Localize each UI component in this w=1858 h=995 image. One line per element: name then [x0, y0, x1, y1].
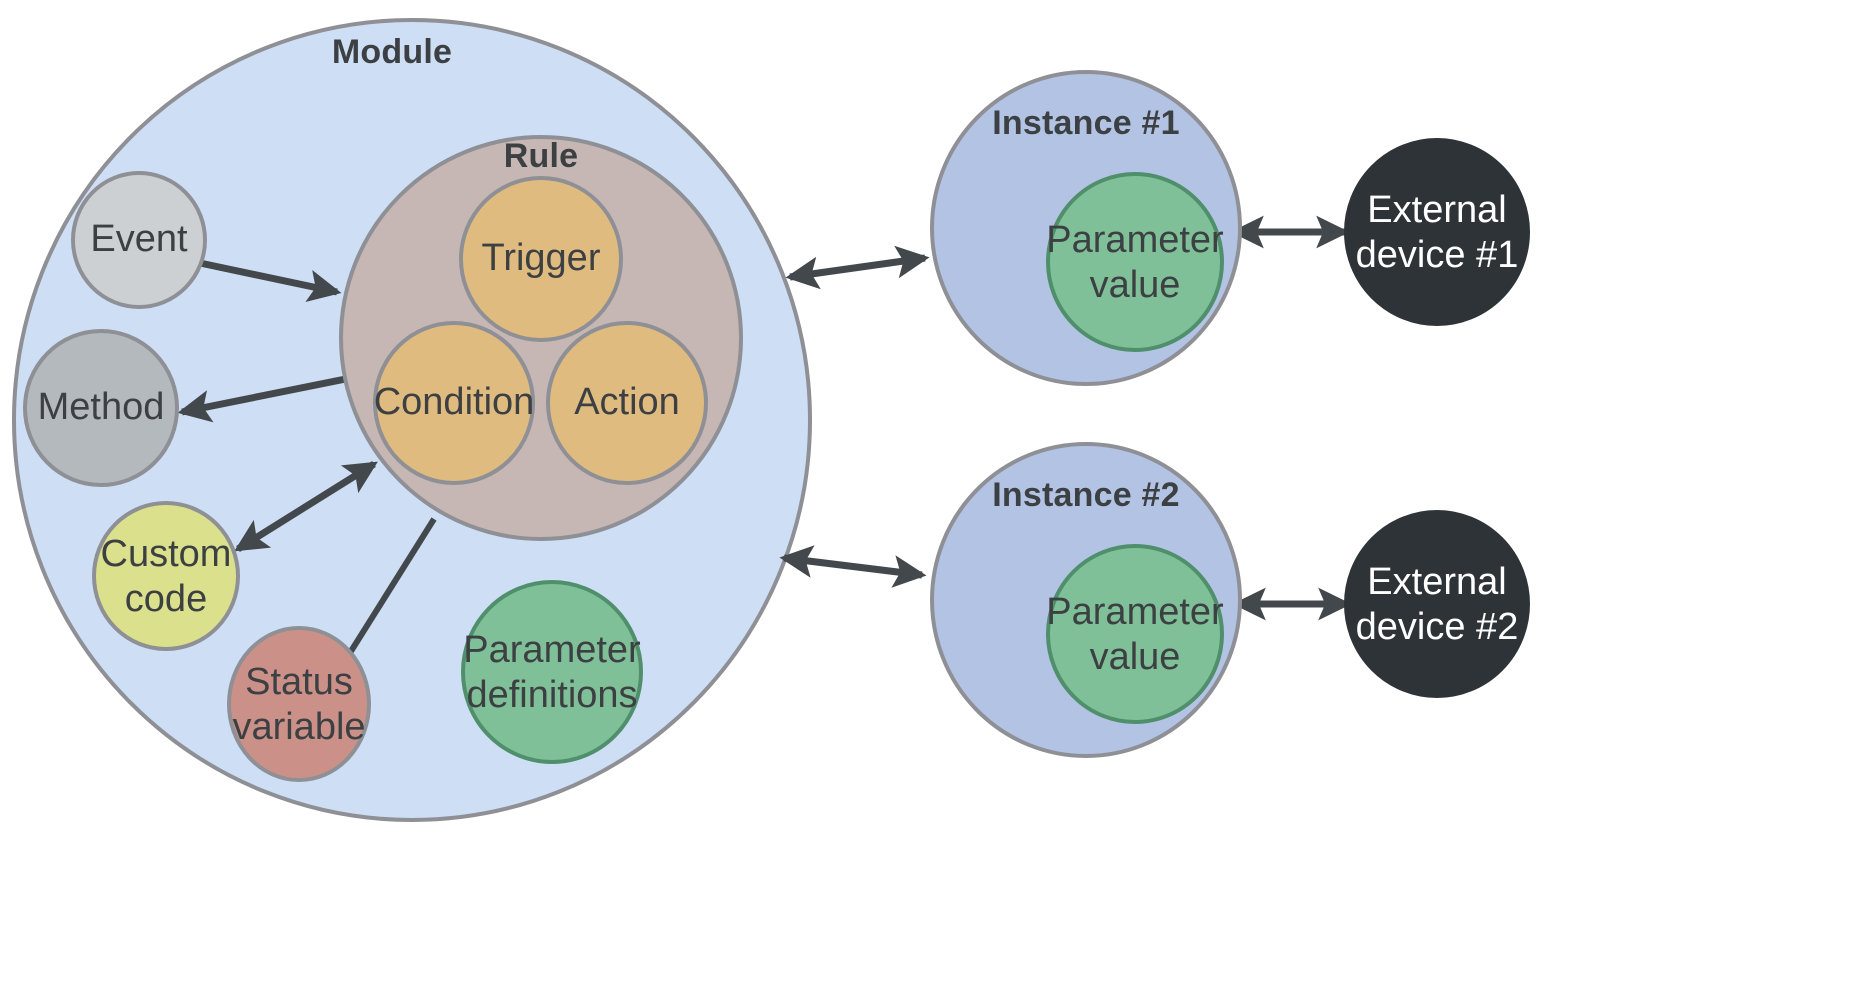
- external-device-2-group[interactable]: External device #2: [1344, 510, 1530, 698]
- parameter-definitions-group[interactable]: Parameter definitions: [461, 580, 643, 764]
- instance-connectors: [779, 215, 1352, 621]
- instance-1-parameter-label-line1: Parameter: [1046, 219, 1224, 261]
- external-device-2-label-line2: device #2: [1356, 606, 1519, 648]
- instance-2-group[interactable]: Instance #2 Parameter value: [930, 442, 1242, 758]
- condition-group[interactable]: Condition: [373, 321, 535, 485]
- instance-1-label: Instance #1: [992, 104, 1179, 142]
- external-device-1-circle[interactable]: [1344, 138, 1530, 326]
- instance-1-parameter-group[interactable]: Parameter value: [1046, 172, 1224, 352]
- action-group[interactable]: Action: [546, 321, 708, 485]
- status-variable-circle[interactable]: [227, 626, 371, 782]
- connector-event-to-rule: [199, 259, 342, 303]
- connector-module-instance1: [785, 245, 930, 290]
- method-circle[interactable]: [23, 329, 179, 487]
- trigger-group[interactable]: Trigger: [459, 176, 623, 342]
- status-variable-group[interactable]: Status variable: [227, 626, 371, 782]
- custom-code-group[interactable]: Custom code: [92, 501, 240, 651]
- instance-2-parameter-label-line2: value: [1090, 636, 1181, 678]
- custom-code-circle[interactable]: [92, 501, 240, 651]
- parameter-definitions-circle[interactable]: [461, 580, 643, 764]
- connector-module-instance2: [779, 545, 927, 588]
- module-label: Module: [332, 33, 452, 71]
- custom-code-label-line1: Custom: [101, 533, 232, 575]
- parameter-definitions-label-line1: Parameter: [463, 629, 641, 671]
- instance-2-parameter-label-line1: Parameter: [1046, 591, 1224, 633]
- method-label: Method: [38, 386, 165, 428]
- event-group[interactable]: Event: [71, 171, 207, 309]
- action-circle[interactable]: [546, 321, 708, 485]
- condition-label: Condition: [374, 381, 535, 423]
- method-group[interactable]: Method: [23, 329, 179, 487]
- external-device-2-circle[interactable]: [1344, 510, 1530, 698]
- instance-2-label: Instance #2: [992, 476, 1179, 514]
- external-device-1-group[interactable]: External device #1: [1344, 138, 1530, 326]
- parameter-definitions-label-line2: definitions: [466, 674, 637, 716]
- status-variable-label-line2: variable: [232, 706, 365, 748]
- trigger-label: Trigger: [482, 237, 601, 279]
- custom-code-label-line2: code: [125, 578, 207, 620]
- instance-1-parameter-circle[interactable]: [1046, 172, 1224, 352]
- status-variable-label-line1: Status: [245, 661, 353, 703]
- instance-1-parameter-label-line2: value: [1090, 264, 1181, 306]
- instance-2-parameter-circle[interactable]: [1046, 544, 1224, 724]
- event-circle[interactable]: [71, 171, 207, 309]
- rule-label: Rule: [504, 137, 578, 175]
- connector-customcode-rule: [234, 461, 378, 552]
- action-label: Action: [574, 381, 680, 423]
- event-label: Event: [90, 218, 188, 260]
- external-device-1-label-line2: device #1: [1356, 234, 1519, 276]
- instance-2-parameter-group[interactable]: Parameter value: [1046, 544, 1224, 724]
- external-device-2-label-line1: External: [1367, 561, 1506, 603]
- rule-group[interactable]: Rule Trigger Condition Action: [339, 135, 743, 541]
- instance-1-group[interactable]: Instance #1 Parameter value: [930, 70, 1242, 386]
- external-device-1-label-line1: External: [1367, 189, 1506, 231]
- condition-circle[interactable]: [373, 321, 535, 485]
- trigger-circle[interactable]: [459, 176, 623, 342]
- connector-rule-statusvariable: [345, 517, 437, 658]
